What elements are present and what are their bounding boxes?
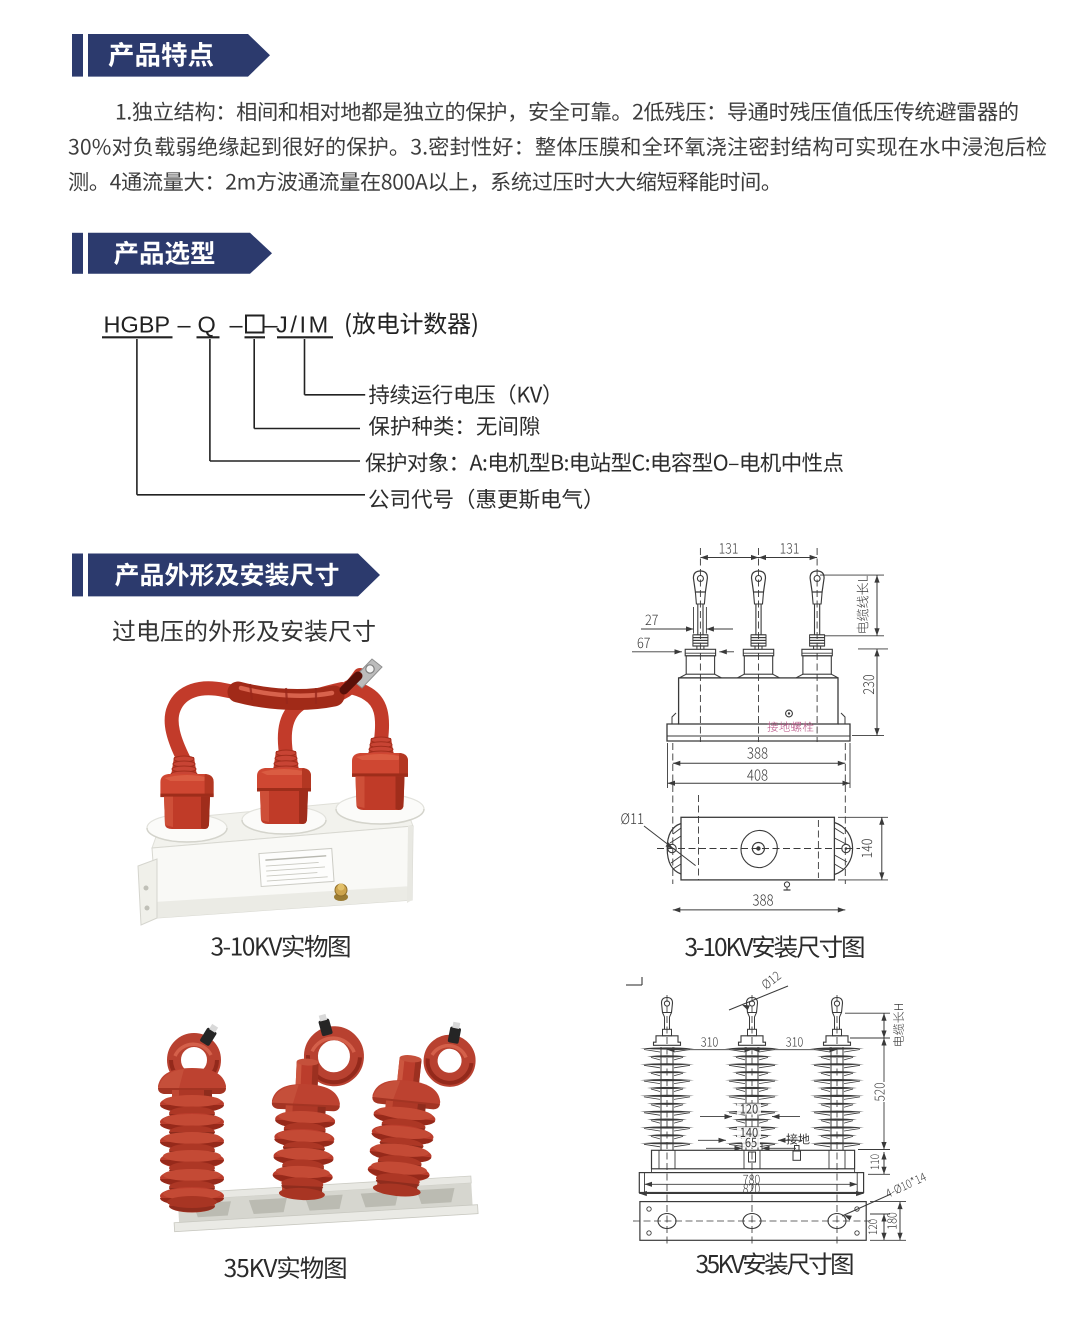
svg-text:Q: Q (198, 312, 216, 338)
svg-text:–: – (265, 312, 279, 338)
svg-text:J/IM: J/IM (276, 312, 331, 338)
svg-text:HGBP: HGBP (104, 312, 171, 338)
svg-text:–: – (178, 312, 192, 338)
svg-text:–: – (230, 312, 244, 338)
